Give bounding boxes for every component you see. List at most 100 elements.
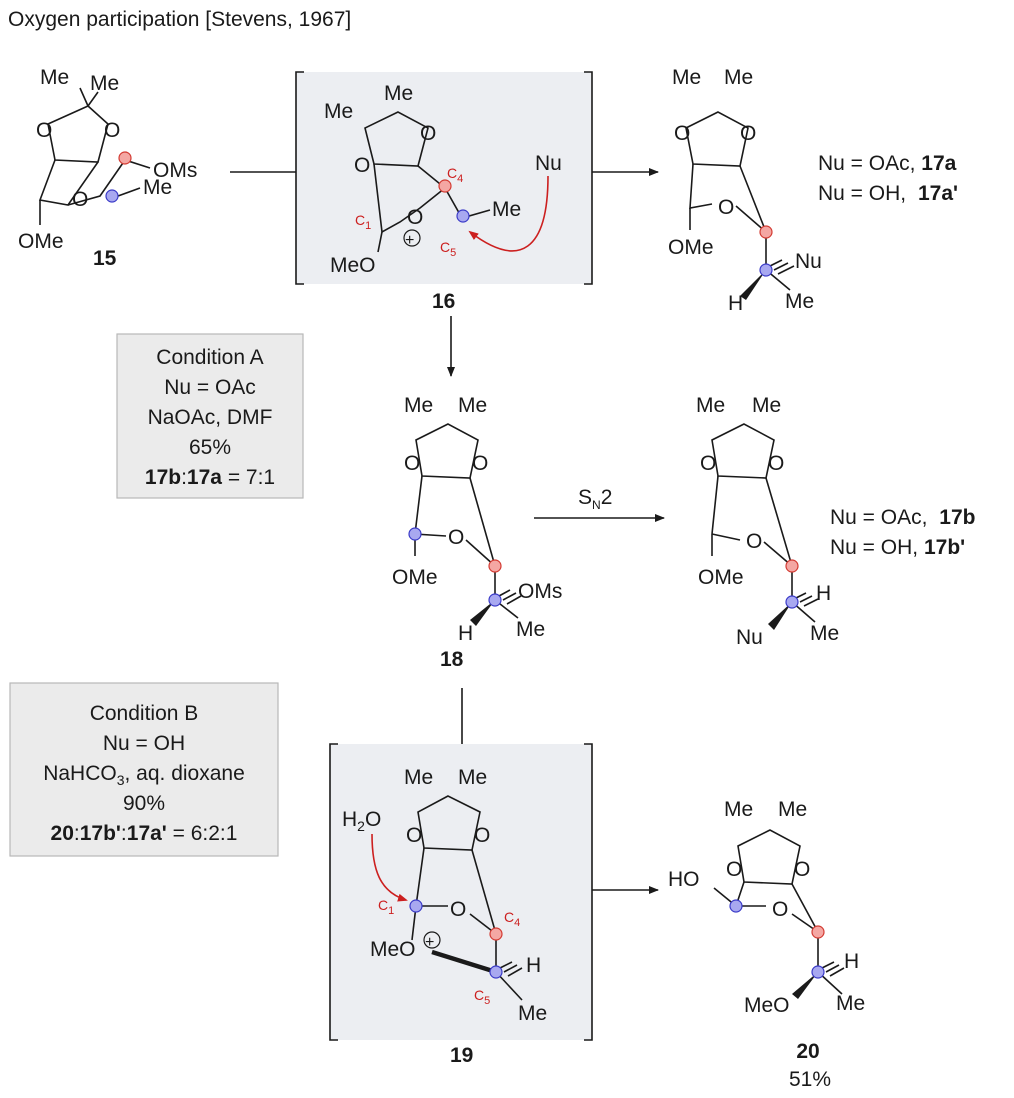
svg-text:Me: Me: [404, 766, 433, 789]
svg-text:Nu = OAc, 17a: Nu = OAc, 17a: [818, 152, 957, 175]
svg-text:17b:17a = 7:1: 17b:17a = 7:1: [145, 466, 275, 489]
compound-20: Me Me O O O HO H MeO Me 20 51%: [668, 798, 865, 1091]
compound-label-16: 16: [432, 290, 455, 313]
svg-text:Nu: Nu: [795, 250, 822, 273]
svg-text:Nu = OH, 17b': Nu = OH, 17b': [830, 536, 965, 559]
intermediate-19: Me Me O O O MeO H Me H2O + C1 C4 C5 19: [329, 743, 593, 1067]
svg-text:O: O: [448, 526, 464, 549]
svg-text:Condition A: Condition A: [156, 346, 263, 369]
svg-text:C5: C5: [440, 239, 456, 259]
svg-text:O: O: [474, 824, 490, 847]
svg-text:OMe: OMe: [18, 230, 64, 253]
svg-text:NaOAc, DMF: NaOAc, DMF: [148, 406, 273, 429]
svg-text:Nu = OAc: Nu = OAc: [164, 376, 256, 399]
svg-text:C1: C1: [378, 897, 394, 917]
svg-text:O: O: [674, 122, 690, 145]
svg-text:Me: Me: [384, 82, 413, 105]
compound-17b: Me Me O O O OMe H Nu Me Nu = OAc, 17b Nu…: [696, 394, 975, 649]
compound-18: Me Me O O O OMe OMs H Me 18: [392, 394, 562, 671]
svg-text:O: O: [354, 154, 370, 177]
svg-text:+: +: [425, 934, 434, 951]
svg-text:MeO: MeO: [330, 254, 376, 277]
svg-text:O: O: [794, 858, 810, 881]
compound-15: Me Me O O O OMs Me OMe 15: [18, 66, 197, 270]
svg-text:Nu = OH: Nu = OH: [103, 732, 185, 755]
svg-text:Nu = OAc, 17b: Nu = OAc, 17b: [830, 506, 975, 529]
svg-text:O: O: [36, 119, 52, 142]
svg-text:+: +: [405, 232, 414, 249]
svg-text:Me: Me: [518, 1002, 547, 1025]
svg-text:O: O: [740, 122, 756, 145]
svg-text:Me: Me: [516, 618, 545, 641]
svg-text:OMs: OMs: [518, 580, 562, 603]
svg-text:Condition B: Condition B: [90, 702, 199, 725]
svg-text:HO: HO: [668, 868, 700, 891]
svg-text:Nu: Nu: [736, 626, 763, 649]
svg-text:O: O: [450, 898, 466, 921]
svg-text:Me: Me: [458, 394, 487, 417]
svg-text:Me: Me: [90, 72, 119, 95]
svg-text:65%: 65%: [189, 436, 231, 459]
svg-text:O: O: [726, 858, 742, 881]
svg-text:C1: C1: [355, 212, 371, 232]
svg-text:O: O: [772, 898, 788, 921]
svg-text:Me: Me: [492, 198, 521, 221]
svg-text:H: H: [526, 954, 541, 977]
svg-text:Me: Me: [324, 100, 353, 123]
svg-text:20:17b':17a' = 6:2:1: 20:17b':17a' = 6:2:1: [51, 822, 238, 845]
compound-label-15: 15: [93, 247, 117, 270]
compound-label-18: 18: [440, 648, 464, 671]
svg-text:O: O: [420, 122, 436, 145]
svg-text:C4: C4: [447, 165, 463, 185]
svg-text:OMe: OMe: [392, 566, 438, 589]
condition-a-box: Condition A Nu = OAc NaOAc, DMF 65% 17b:…: [116, 333, 304, 499]
svg-text:Me: Me: [696, 394, 725, 417]
svg-text:Me: Me: [836, 992, 865, 1015]
compound-label-20: 20: [796, 1040, 819, 1063]
svg-text:O: O: [700, 452, 716, 475]
svg-text:Me: Me: [40, 66, 69, 89]
svg-text:OMe: OMe: [668, 236, 714, 259]
svg-text:O: O: [746, 530, 762, 553]
svg-text:H: H: [458, 622, 473, 645]
svg-text:NaHCO3, aq. dioxane: NaHCO3, aq. dioxane: [43, 762, 245, 788]
svg-text:Me: Me: [143, 176, 172, 199]
svg-text:Me: Me: [458, 766, 487, 789]
svg-text:Me: Me: [724, 66, 753, 89]
condition-b-box: Condition B Nu = OH NaHCO3, aq. dioxane …: [9, 682, 279, 857]
svg-text:C5: C5: [474, 987, 490, 1007]
svg-text:O: O: [472, 452, 488, 475]
svg-text:Me: Me: [724, 798, 753, 821]
svg-text:Me: Me: [778, 798, 807, 821]
svg-text:O: O: [104, 119, 120, 142]
intermediate-16: Me Me O O O Me MeO Nu + C4 C1 C5 16: [295, 71, 593, 313]
svg-text:H: H: [844, 950, 859, 973]
svg-text:Me: Me: [752, 394, 781, 417]
compound-17a: Me Me O O O OMe Nu H Me Nu = OAc, 17a Nu…: [668, 66, 958, 315]
yield-20: 51%: [789, 1068, 831, 1091]
svg-text:O: O: [406, 824, 422, 847]
svg-text:C4: C4: [504, 909, 520, 929]
svg-text:O: O: [72, 188, 88, 211]
svg-text:O: O: [718, 196, 734, 219]
scheme-title: Oxygen participation [Stevens, 1967]: [8, 8, 351, 31]
svg-text:O: O: [768, 452, 784, 475]
svg-text:H: H: [728, 292, 743, 315]
svg-text:Nu: Nu: [535, 152, 562, 175]
svg-text:Me: Me: [785, 290, 814, 313]
svg-text:O: O: [404, 452, 420, 475]
svg-text:Me: Me: [810, 622, 839, 645]
svg-text:OMs: OMs: [153, 159, 197, 182]
svg-text:Me: Me: [672, 66, 701, 89]
svg-text:H: H: [816, 582, 831, 605]
svg-text:90%: 90%: [123, 792, 165, 815]
svg-text:Me: Me: [404, 394, 433, 417]
svg-text:Nu = OH, 17a': Nu = OH, 17a': [818, 182, 958, 205]
svg-text:MeO: MeO: [744, 994, 790, 1017]
svg-text:O: O: [407, 206, 423, 229]
svg-text:MeO: MeO: [370, 938, 416, 961]
compound-label-19: 19: [450, 1044, 473, 1067]
sn2-label: SN2: [578, 486, 612, 512]
svg-text:OMe: OMe: [698, 566, 744, 589]
